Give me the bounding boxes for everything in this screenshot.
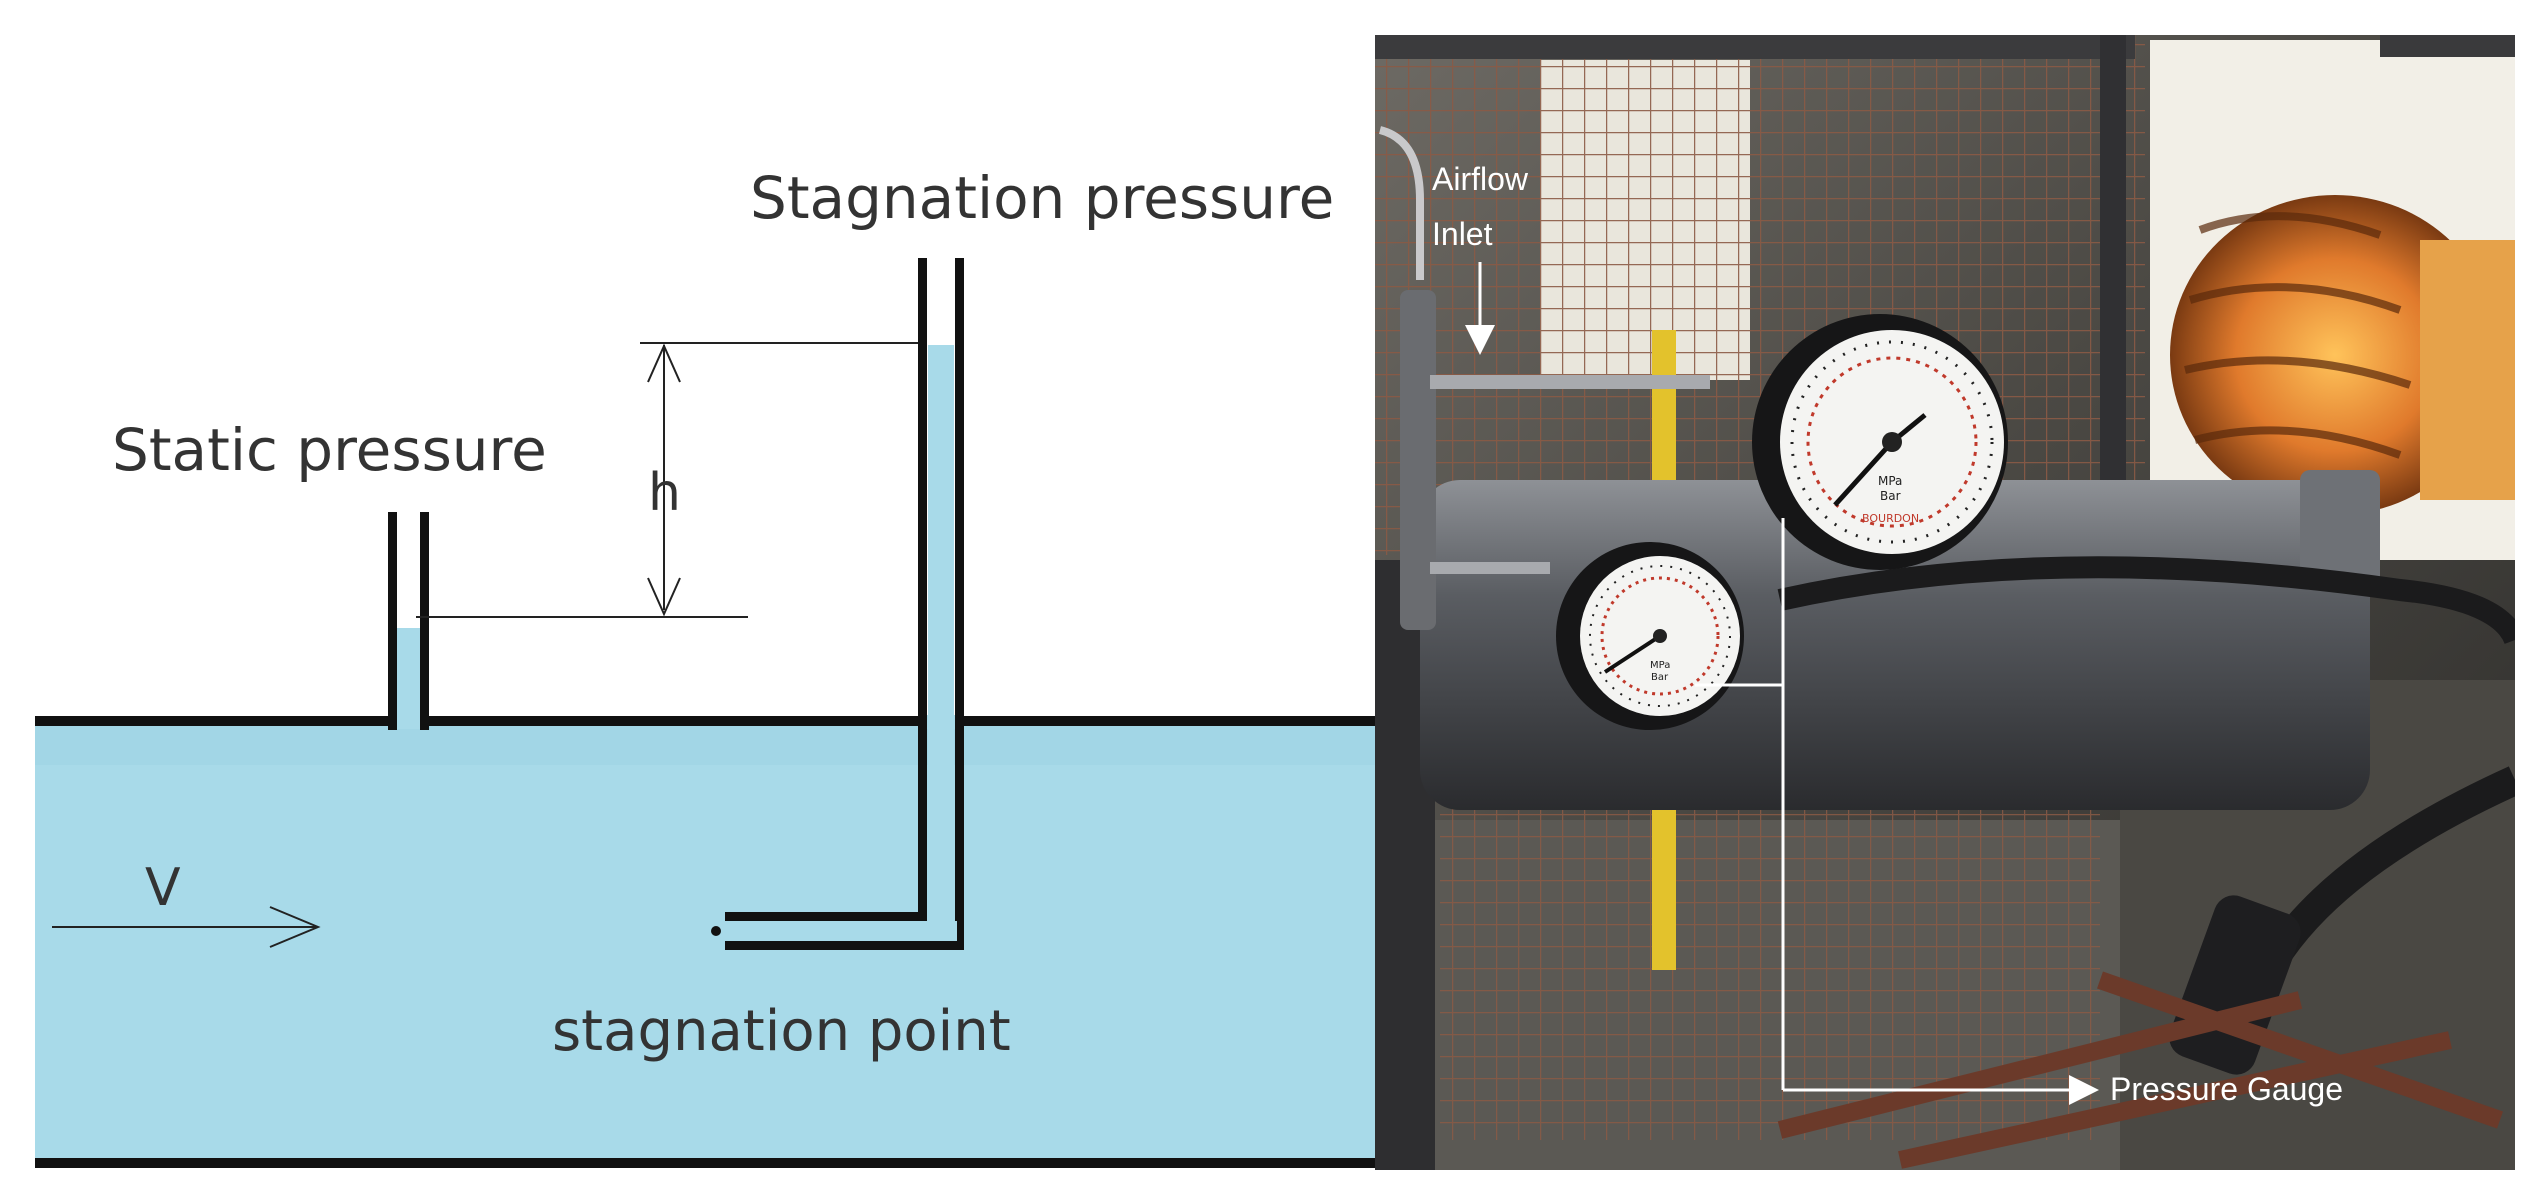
svg-text:Bar: Bar xyxy=(1651,672,1669,683)
small-pressure-gauge: MPa Bar xyxy=(1556,542,1744,730)
velocity-label: V xyxy=(145,858,181,918)
bottom-wall xyxy=(35,1158,1375,1168)
pitot-diagram: Stagnation pressure Static pressure h V … xyxy=(35,164,1375,1168)
stagnation-point-dot xyxy=(711,926,721,936)
svg-text:MPa: MPa xyxy=(1878,474,1902,488)
svg-text:BOURDON: BOURDON xyxy=(1862,512,1919,525)
airflow-inlet-label-line1: Airflow xyxy=(1432,161,1529,197)
top-wall xyxy=(35,716,1375,726)
apparatus-photo: MPa Bar BOURDON MPa Bar xyxy=(1375,35,2515,1170)
height-dimension xyxy=(416,342,918,618)
stagnation-point-label: stagnation point xyxy=(552,999,1011,1064)
static-pressure-tube xyxy=(388,512,429,730)
velocity-arrow xyxy=(52,906,321,948)
airflow-inlet-label-line2: Inlet xyxy=(1432,216,1493,252)
svg-text:MPa: MPa xyxy=(1650,660,1670,671)
duct xyxy=(2170,195,2500,515)
pressure-gauge-label: Pressure Gauge xyxy=(2110,1071,2343,1107)
large-pressure-gauge: MPa Bar BOURDON xyxy=(1752,314,2008,570)
annotations xyxy=(1465,262,2099,1105)
stagnation-pressure-tube xyxy=(711,258,964,950)
svg-text:Bar: Bar xyxy=(1880,489,1901,503)
static-pressure-label: Static pressure xyxy=(112,416,547,484)
fluid-region xyxy=(35,725,1375,1160)
h-label: h xyxy=(648,463,681,523)
stagnation-pressure-label: Stagnation pressure xyxy=(750,164,1334,232)
